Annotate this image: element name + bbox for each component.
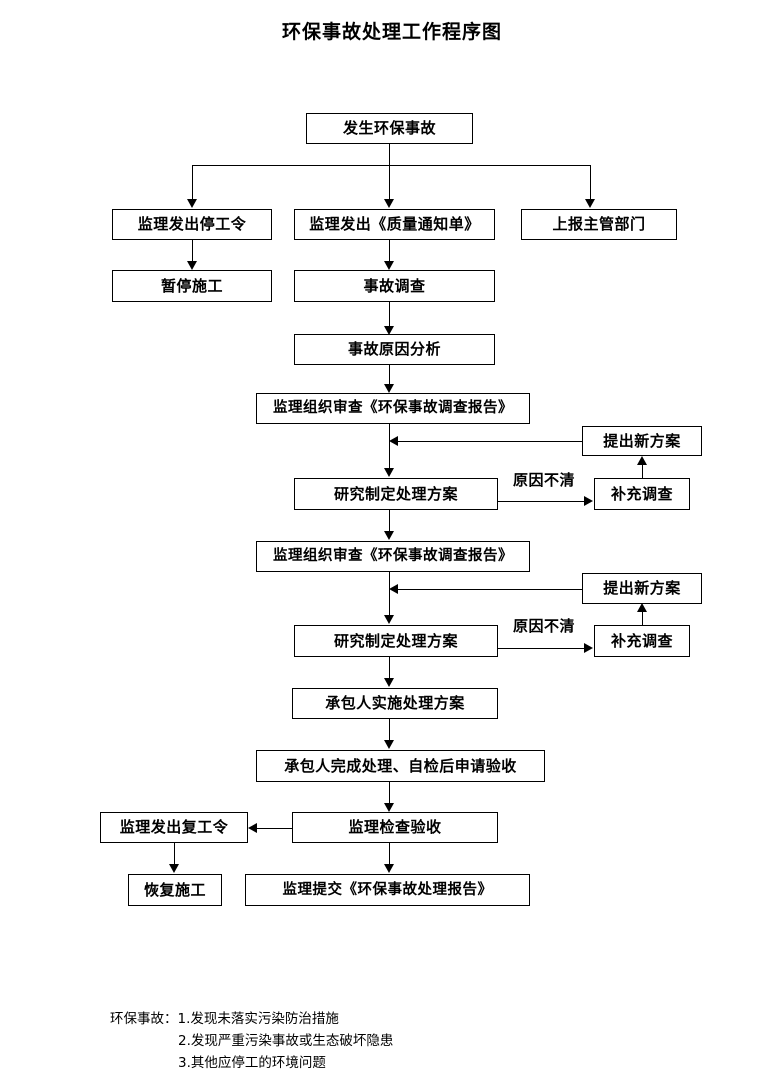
connector-studyplan1-to-review2 xyxy=(389,510,390,532)
node-submit-report[interactable]: 监理提交《环保事故处理报告》 xyxy=(245,874,530,906)
connector-check-to-submit-report xyxy=(389,843,390,865)
edge-label-cause-unclear-1: 原因不清 xyxy=(513,471,576,489)
arrow-to-resume-work-order xyxy=(248,823,257,833)
arrow-to-supplement-survey-1 xyxy=(584,496,593,506)
connector-studyplan1-to-supplement1 xyxy=(498,501,585,502)
node-quality-notice[interactable]: 监理发出《质量通知单》 xyxy=(294,209,495,240)
footnote-row-1: 环保事故：1.发现未落实污染防治措施 xyxy=(110,1008,393,1030)
arrow-newplan2-to-spine xyxy=(389,584,398,594)
arrow-to-contractor-apply xyxy=(384,740,394,749)
node-resume-work-order[interactable]: 监理发出复工令 xyxy=(100,812,248,843)
node-contractor-apply[interactable]: 承包人完成处理、自检后申请验收 xyxy=(256,750,545,782)
arrow-to-review-report-1 xyxy=(384,384,394,393)
arrow-to-report-authority xyxy=(585,199,595,208)
connector-branch-left xyxy=(192,165,193,200)
node-resume-construction[interactable]: 恢复施工 xyxy=(128,874,222,906)
node-new-plan-1[interactable]: 提出新方案 xyxy=(582,426,702,456)
connector-analysis-to-review1 xyxy=(389,365,390,385)
connector-review2-to-studyplan2 xyxy=(389,572,390,616)
node-stop-work-order[interactable]: 监理发出停工令 xyxy=(112,209,272,240)
node-supplement-survey-2[interactable]: 补充调查 xyxy=(594,625,690,657)
arrow-to-study-plan-2 xyxy=(384,615,394,624)
node-review-report-1[interactable]: 监理组织审查《环保事故调查报告》 xyxy=(256,393,530,424)
arrow-to-cause-analysis xyxy=(384,326,394,335)
arrow-to-suspend-construction xyxy=(187,261,197,270)
node-report-authority[interactable]: 上报主管部门 xyxy=(521,209,677,240)
connector-supplement1-to-newplan1 xyxy=(642,465,643,478)
footnote-item-3: 3.其他应停工的环境问题 xyxy=(178,1055,326,1070)
connector-studyplan2-to-supplement2 xyxy=(498,648,585,649)
arrow-newplan1-to-spine xyxy=(389,436,398,446)
arrow-supplement2-to-newplan2 xyxy=(637,603,647,612)
node-contractor-implement[interactable]: 承包人实施处理方案 xyxy=(292,688,498,719)
footnote-label: 环保事故： xyxy=(110,1011,178,1027)
connector-investigation-to-analysis xyxy=(389,302,390,327)
footnote-item-2: 2.发现严重污染事故或生态破坏隐患 xyxy=(178,1033,394,1049)
arrow-to-supervisor-check xyxy=(384,803,394,812)
node-review-report-2[interactable]: 监理组织审查《环保事故调查报告》 xyxy=(256,541,530,572)
connector-apply-to-check xyxy=(389,782,390,804)
connector-newplan2-feedback xyxy=(398,589,582,590)
page-title: 环保事故处理工作程序图 xyxy=(281,21,502,43)
arrow-to-resume-construction xyxy=(169,864,179,873)
node-accident[interactable]: 发生环保事故 xyxy=(306,113,473,144)
arrow-to-supplement-survey-2 xyxy=(584,643,593,653)
arrow-to-accident-investigation xyxy=(384,261,394,270)
connector-review1-to-studyplan1 xyxy=(389,424,390,469)
footnote-row-2: 2.发现严重污染事故或生态破坏隐患 xyxy=(110,1030,393,1052)
connector-implement-to-apply xyxy=(389,719,390,741)
arrow-to-quality-notice xyxy=(384,199,394,208)
node-supplement-survey-1[interactable]: 补充调查 xyxy=(594,478,690,510)
arrow-supplement1-to-newplan1 xyxy=(637,456,647,465)
node-suspend-construction[interactable]: 暂停施工 xyxy=(112,270,272,302)
connector-supplement2-to-newplan2 xyxy=(642,612,643,625)
connector-check-to-resume-order xyxy=(257,828,292,829)
connector-newplan1-feedback xyxy=(398,441,582,442)
connector-resumeorder-to-resumeconstruction xyxy=(174,843,175,865)
node-cause-analysis[interactable]: 事故原因分析 xyxy=(294,334,495,365)
footnote-item-1: 1.发现未落实污染防治措施 xyxy=(177,1011,339,1027)
node-study-plan-1[interactable]: 研究制定处理方案 xyxy=(294,478,498,510)
arrow-to-study-plan-1 xyxy=(384,468,394,477)
arrow-to-submit-report xyxy=(384,864,394,873)
connector-stop-to-suspend xyxy=(192,240,193,262)
footnote-block: 环保事故：1.发现未落实污染防治措施 2.发现严重污染事故或生态破坏隐患 3.其… xyxy=(110,1008,393,1070)
connector-branch-bar xyxy=(192,165,590,166)
arrow-to-contractor-implement xyxy=(384,678,394,687)
node-accident-investigation[interactable]: 事故调查 xyxy=(294,270,495,302)
arrow-to-review-report-2 xyxy=(384,531,394,540)
arrow-to-stop-work-order xyxy=(187,199,197,208)
node-supervisor-check[interactable]: 监理检查验收 xyxy=(292,812,498,843)
connector-branch-middle xyxy=(389,165,390,200)
connector-studyplan2-to-implement xyxy=(389,657,390,679)
connector-accident-stem xyxy=(389,144,390,166)
edge-label-cause-unclear-2: 原因不清 xyxy=(513,617,576,635)
connector-notice-to-investigation xyxy=(389,240,390,262)
connector-branch-right xyxy=(590,165,591,200)
node-new-plan-2[interactable]: 提出新方案 xyxy=(582,573,702,604)
footnote-row-3: 3.其他应停工的环境问题 xyxy=(110,1052,393,1070)
node-study-plan-2[interactable]: 研究制定处理方案 xyxy=(294,625,498,657)
